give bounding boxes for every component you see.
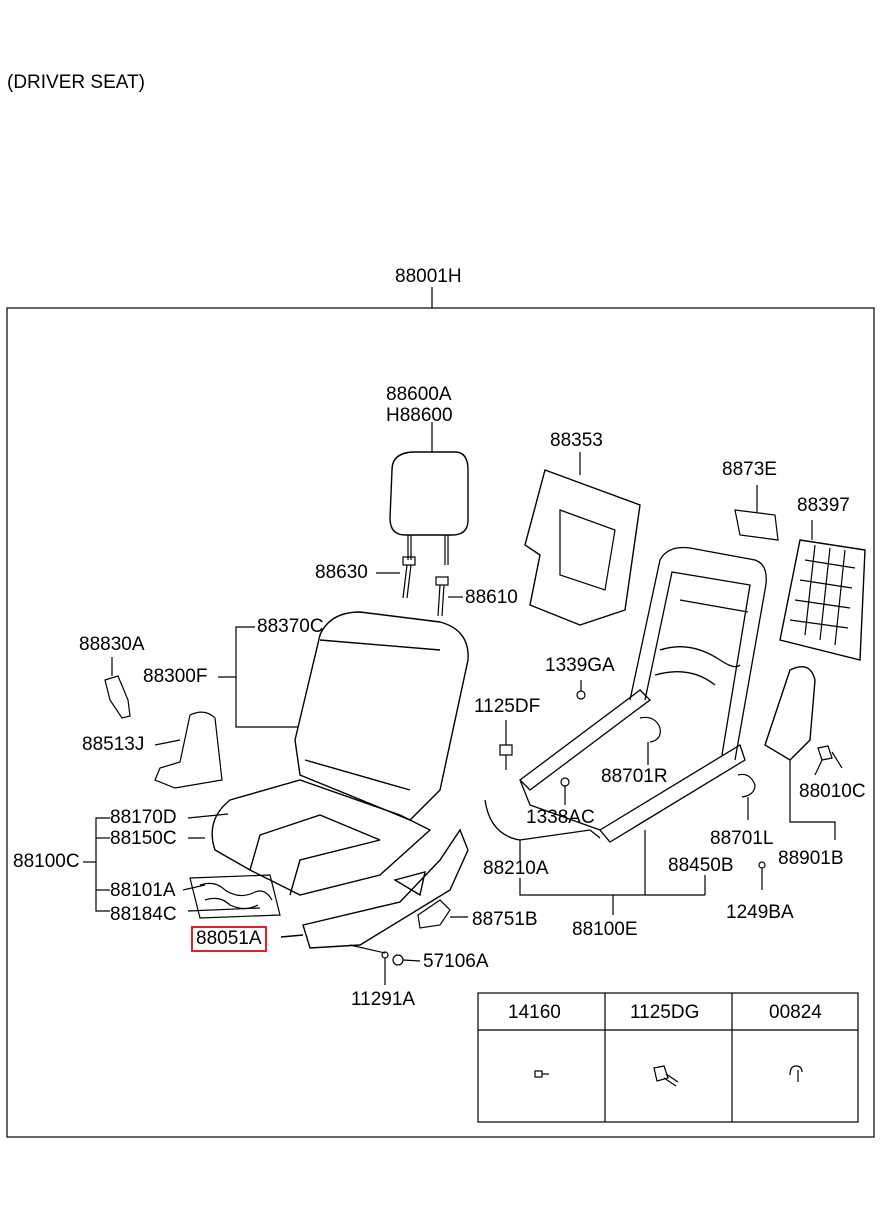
label-88600A: 88600A <box>386 384 452 405</box>
label-88370C: 88370C <box>257 616 324 637</box>
side-trim-drawings <box>104 657 223 789</box>
label-88010C: 88010C <box>799 781 866 802</box>
label-88100C: 88100C <box>13 851 80 872</box>
label-1249BA: 1249BA <box>726 902 794 923</box>
table-header-00824: 00824 <box>769 1002 822 1023</box>
label-1339GA: 1339GA <box>545 655 615 676</box>
label-88353: 88353 <box>550 430 603 451</box>
label-H88600: H88600 <box>386 405 453 426</box>
label-57106A: 57106A <box>423 951 489 972</box>
label-88300F: 88300F <box>143 666 208 687</box>
label-88170D: 88170D <box>110 807 177 828</box>
label-1338AC: 1338AC <box>526 807 595 828</box>
label-88901B: 88901B <box>778 848 844 869</box>
bolt-icon <box>653 1065 679 1087</box>
label-88751B: 88751B <box>472 909 538 930</box>
seat-drawing <box>211 611 469 896</box>
label-8873E: 8873E <box>722 459 777 480</box>
label-88100E: 88100E <box>572 919 638 940</box>
label-88101A: 88101A <box>110 880 176 901</box>
pin-icon <box>534 1070 549 1078</box>
label-88513J: 88513J <box>82 734 145 755</box>
mesh-panel-drawing <box>779 520 866 661</box>
label-88184C: 88184C <box>110 904 177 925</box>
table-header-1125DG: 1125DG <box>630 1002 700 1023</box>
fastener-table <box>477 992 859 1123</box>
diagram-title: (DRIVER SEAT) <box>7 72 145 93</box>
label-88450B: 88450B <box>668 855 734 876</box>
label-88830A: 88830A <box>79 634 145 655</box>
label-88701R: 88701R <box>601 766 668 787</box>
label-88051A-highlighted: 88051A <box>191 926 267 952</box>
label-88610: 88610 <box>465 587 518 608</box>
cushion-pan-drawing <box>189 874 281 919</box>
seat-frame-drawing <box>519 546 767 843</box>
label-1125DF: 1125DF <box>474 696 541 717</box>
label-88210A: 88210A <box>483 858 549 879</box>
label-88397: 88397 <box>797 495 850 516</box>
hook-clip-icon <box>789 1065 803 1082</box>
label-88630: 88630 <box>315 562 368 583</box>
label-88701L: 88701L <box>710 828 774 849</box>
assembly-frame <box>6 307 875 1138</box>
headrest-drawing <box>389 422 469 565</box>
side-cover-drawing <box>280 828 469 949</box>
label-88001H: 88001H <box>395 266 462 287</box>
table-header-14160: 14160 <box>508 1002 561 1023</box>
label-11291A: 11291A <box>351 989 416 1010</box>
label-88150C: 88150C <box>110 828 177 849</box>
guide-drawings <box>376 556 463 617</box>
pad-drawing <box>524 452 641 626</box>
